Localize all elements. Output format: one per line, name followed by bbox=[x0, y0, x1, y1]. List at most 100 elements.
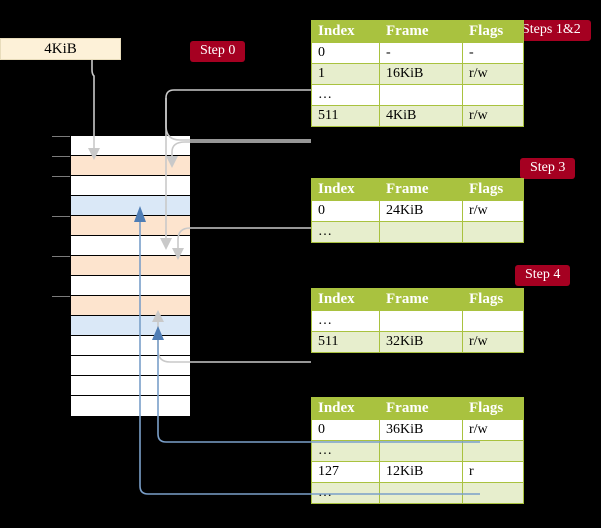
table-cell bbox=[379, 482, 463, 504]
table-cell bbox=[462, 310, 524, 332]
memory-stub-4 bbox=[52, 256, 71, 257]
table-row: … bbox=[311, 310, 524, 332]
table-cell: … bbox=[311, 440, 380, 462]
table-cell: r/w bbox=[462, 63, 524, 85]
memory-stub-2 bbox=[52, 176, 71, 177]
table-cell: r/w bbox=[462, 419, 524, 441]
table-cell: 0 bbox=[311, 42, 380, 64]
table-cell: 1 bbox=[311, 63, 380, 85]
column-header-index: Index bbox=[311, 397, 380, 420]
column-header-flags: Flags bbox=[462, 397, 524, 420]
table-cell bbox=[379, 221, 463, 243]
column-header-frame: Frame bbox=[379, 20, 463, 43]
memory-row bbox=[71, 356, 190, 376]
column-header-index: Index bbox=[311, 178, 380, 201]
address-box: 4KiB bbox=[0, 38, 121, 60]
table-cell: 24KiB bbox=[379, 200, 463, 222]
table-cell: … bbox=[311, 482, 380, 504]
column-header-flags: Flags bbox=[462, 288, 524, 311]
memory-row bbox=[71, 176, 190, 196]
column-header-index: Index bbox=[311, 20, 380, 43]
badge-step-3-label: Step 3 bbox=[530, 160, 566, 175]
table-cell: 0 bbox=[311, 419, 380, 441]
table-cell: 511 bbox=[311, 331, 380, 353]
memory-row bbox=[71, 256, 190, 276]
column-header-frame: Frame bbox=[379, 178, 463, 201]
badge-step-3: Step 3 bbox=[520, 158, 576, 180]
memory-row bbox=[71, 376, 190, 396]
link-pt1-to-memory bbox=[165, 89, 311, 141]
table-cell: - bbox=[462, 42, 524, 64]
table-cell bbox=[379, 84, 463, 106]
badge-step-0-label: Step 0 bbox=[200, 43, 236, 58]
badge-step-0: Step 0 bbox=[190, 41, 246, 63]
badge-steps-1-2: Steps 1&2 bbox=[512, 20, 591, 42]
memory-row bbox=[71, 136, 190, 156]
table-cell bbox=[379, 440, 463, 462]
memory-stub-1 bbox=[52, 156, 71, 157]
memory-row bbox=[71, 156, 190, 176]
link-pt1-hook bbox=[171, 141, 311, 158]
table-cell: 32KiB bbox=[379, 331, 463, 353]
table-cell: r/w bbox=[462, 200, 524, 222]
table-cell bbox=[462, 221, 524, 243]
link-pt2-to-memory bbox=[177, 227, 311, 250]
memory-stub-0 bbox=[52, 136, 71, 137]
table-cell: 4KiB bbox=[379, 105, 463, 127]
badge-step-4: Step 4 bbox=[515, 265, 571, 287]
table-cell: 0 bbox=[311, 200, 380, 222]
column-header-frame: Frame bbox=[379, 288, 463, 311]
table-cell: 127 bbox=[311, 461, 380, 483]
memory-stub-5 bbox=[52, 296, 71, 297]
badge-step-4-label: Step 4 bbox=[525, 267, 561, 282]
column-header-flags: Flags bbox=[462, 178, 524, 201]
table-row: … bbox=[311, 221, 524, 243]
table-cell: … bbox=[311, 221, 380, 243]
table-row: 0-- bbox=[311, 42, 524, 64]
table-row: … bbox=[311, 482, 524, 504]
column-header-frame: Frame bbox=[379, 397, 463, 420]
memory-row bbox=[71, 276, 190, 296]
table-cell: r bbox=[462, 461, 524, 483]
memory-row bbox=[71, 396, 190, 416]
column-header-index: Index bbox=[311, 288, 380, 311]
physical-memory-column bbox=[70, 135, 191, 416]
table-cell: 511 bbox=[311, 105, 380, 127]
table-cell: - bbox=[379, 42, 463, 64]
memory-row bbox=[71, 316, 190, 336]
table-cell: 16KiB bbox=[379, 63, 463, 85]
memory-row bbox=[71, 296, 190, 316]
memory-stub-3 bbox=[52, 216, 71, 217]
table-cell: 36KiB bbox=[379, 419, 463, 441]
address-box-label: 4KiB bbox=[44, 40, 77, 57]
table-cell: … bbox=[311, 310, 380, 332]
table-cell: r/w bbox=[462, 331, 524, 353]
column-header-flags: Flags bbox=[462, 20, 524, 43]
table-row: … bbox=[311, 84, 524, 106]
table-cell: … bbox=[311, 84, 380, 106]
table-row: … bbox=[311, 440, 524, 462]
memory-row bbox=[71, 196, 190, 216]
table-cell: 12KiB bbox=[379, 461, 463, 483]
table-cell bbox=[462, 440, 524, 462]
badge-steps-1-2-label: Steps 1&2 bbox=[522, 22, 581, 37]
table-cell: r/w bbox=[462, 105, 524, 127]
table-cell bbox=[462, 482, 524, 504]
table-cell bbox=[462, 84, 524, 106]
table-cell bbox=[379, 310, 463, 332]
memory-row bbox=[71, 236, 190, 256]
